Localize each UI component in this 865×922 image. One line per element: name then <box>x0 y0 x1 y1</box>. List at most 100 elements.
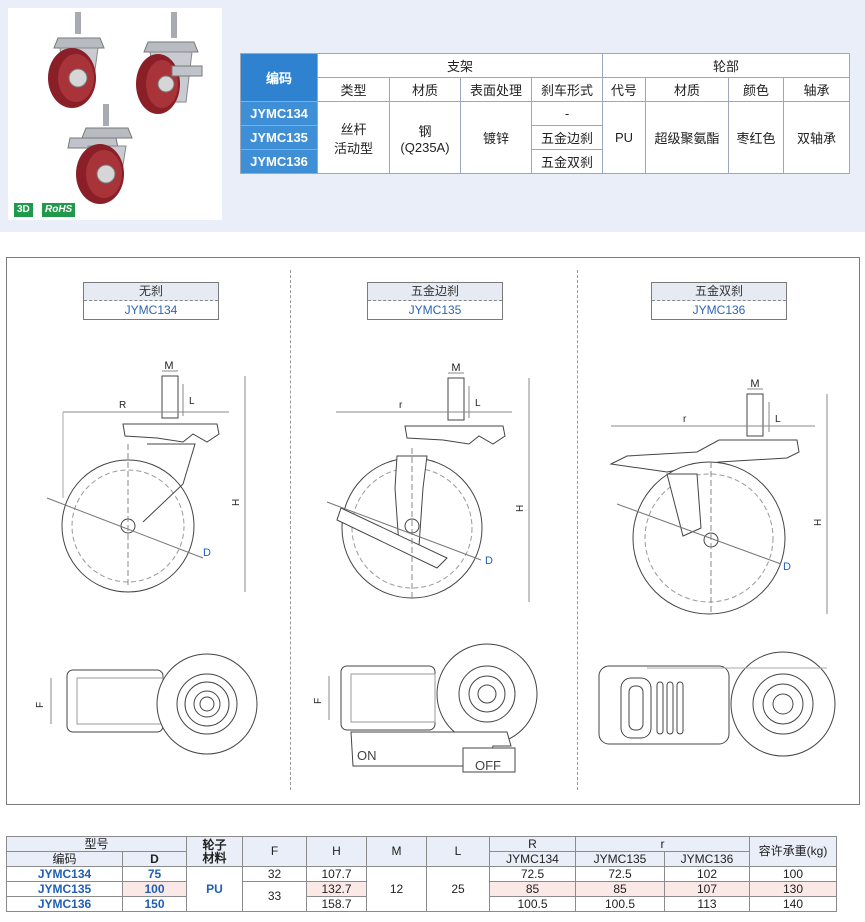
spec-surface-cell: 镀锌 <box>460 101 532 174</box>
bottom-view-side-brake: ON OFF F <box>313 643 538 773</box>
technical-drawing-panel: 无刹 JYMC134 五金边刹 JYMC135 五金双刹 JYMC136 M L… <box>6 257 860 805</box>
dim-row-r136: 113 <box>664 896 750 912</box>
spec-sub-material: 材质 <box>389 77 461 102</box>
drawing-label-no-brake: 无刹 JYMC134 <box>83 282 219 320</box>
dim-h-label: H <box>231 499 242 506</box>
spec-brake-cell: - <box>531 101 603 126</box>
bottom-view-double-brake <box>598 651 836 757</box>
brake-off-label: OFF <box>475 758 501 773</box>
drawing-brake-name: 无刹 <box>84 283 218 301</box>
spec-code-cell: JYMC134 <box>240 101 318 126</box>
spec-type-cell: 丝杆 活动型 <box>317 101 390 174</box>
dim-radius-label: R <box>119 400 126 411</box>
caster-drawings: M L R D H F <box>35 360 836 773</box>
dim-l-label: L <box>475 398 481 409</box>
drawing-code: JYMC135 <box>408 303 462 317</box>
spec-bearing-cell: 双轴承 <box>783 101 850 174</box>
dim-row-d: 150 <box>122 896 187 912</box>
dim-wheel-material: PU <box>186 866 243 912</box>
dim-row-code: JYMC135 <box>6 881 123 897</box>
drawing-label-side-brake: 五金边刹 JYMC135 <box>367 282 503 320</box>
drawing-divider <box>290 270 291 790</box>
side-view-side-brake: M L r D H <box>326 362 530 602</box>
brake-on-label: ON <box>357 748 377 763</box>
dim-header-wheel-material: 轮子 材料 <box>186 836 243 867</box>
dim-row-r135: 85 <box>575 881 665 897</box>
dim-d-label: D <box>783 561 791 573</box>
caster-photo-side-brake <box>136 12 203 114</box>
dim-h-label: H <box>515 505 526 512</box>
dim-row-R: 85 <box>489 881 576 897</box>
dim-row-code: JYMC134 <box>6 866 123 882</box>
dim-header-r-136: JYMC136 <box>664 851 750 867</box>
dim-row-f: 33 <box>242 881 307 912</box>
dim-row-r136: 107 <box>664 881 750 897</box>
dim-row-h: 132.7 <box>306 881 367 897</box>
drawing-divider <box>577 270 578 790</box>
side-view-double-brake: M L r D H <box>609 378 828 615</box>
spec-color-cell: 枣红色 <box>728 101 784 174</box>
dim-f-label: F <box>313 698 324 704</box>
dim-m-value: 12 <box>366 866 427 912</box>
dim-header-R-134: JYMC134 <box>489 851 576 867</box>
dim-header-load: 容许承重(kg) <box>749 836 837 867</box>
dim-header-model: 型号 <box>6 836 187 852</box>
spec-code-cell: JYMC135 <box>240 125 318 150</box>
dim-m-label: M <box>451 362 460 374</box>
spec-sub-bearing: 轴承 <box>783 77 850 102</box>
dim-header-r-135: JYMC135 <box>575 851 665 867</box>
drawing-code: JYMC136 <box>692 303 746 317</box>
rohs-badge: RoHS <box>42 203 76 217</box>
dim-header-code: 编码 <box>6 851 123 867</box>
dim-header-wheel-material-l1: 轮子 <box>202 837 227 852</box>
dim-l-value: 25 <box>426 866 490 912</box>
dim-header-h: H <box>306 836 367 867</box>
dim-m-label: M <box>750 378 759 390</box>
dim-row-load: 140 <box>749 896 837 912</box>
dim-d-label: D <box>485 555 493 567</box>
dim-header-r: r <box>575 836 750 852</box>
product-photo <box>8 8 222 220</box>
spec-material-cell: 钢 (Q235A) <box>389 101 461 174</box>
spec-sub-color: 颜色 <box>728 77 784 102</box>
dim-l-label: L <box>775 414 781 425</box>
dim-h-label: H <box>813 519 824 526</box>
drawing-brake-name: 五金边刹 <box>368 283 502 301</box>
spec-sub-surface: 表面处理 <box>460 77 532 102</box>
dim-row-f: 32 <box>242 866 307 882</box>
dim-header-R: R <box>489 836 576 852</box>
spec-type-line2: 活动型 <box>333 140 373 156</box>
drawing-code: JYMC134 <box>124 303 178 317</box>
dimension-table: 型号 轮子 材料 F H M L R r 容许承重(kg) 编码 D JYMC1… <box>6 836 837 912</box>
dim-row-r135: 72.5 <box>575 866 665 882</box>
caster-photo-no-brake <box>48 12 105 108</box>
spec-material-line2: (Q235A) <box>400 139 450 155</box>
spec-brake-cell: 五金双刹 <box>531 149 603 174</box>
dim-row-load: 130 <box>749 881 837 897</box>
spec-brake-cell: 五金边刹 <box>531 125 603 150</box>
dim-row-code: JYMC136 <box>6 896 123 912</box>
dim-m-label: M <box>164 360 173 372</box>
drawing-brake-name: 五金双刹 <box>652 283 786 301</box>
drawing-label-double-brake: 五金双刹 JYMC136 <box>651 282 787 320</box>
spec-table: 编码 支架 轮部 类型 材质 表面处理 刹车形式 代号 材质 颜色 轴承 JYM… <box>240 53 850 174</box>
dim-f-label: F <box>35 702 46 708</box>
dim-header-m: M <box>366 836 427 867</box>
dim-radius-label: r <box>683 414 687 425</box>
spec-sub-code: 代号 <box>602 77 646 102</box>
spec-sub-brake: 刹车形式 <box>531 77 603 102</box>
caster-photo-double-brake <box>67 104 133 204</box>
dim-row-r136: 102 <box>664 866 750 882</box>
dim-radius-label: r <box>399 400 403 411</box>
dim-row-d: 75 <box>122 866 187 882</box>
spec-sub-type: 类型 <box>317 77 390 102</box>
spec-wheel-code-cell: PU <box>602 101 646 174</box>
dim-row-r135: 100.5 <box>575 896 665 912</box>
3d-badge: 3D <box>14 203 33 217</box>
dim-row-d: 100 <box>122 881 187 897</box>
dim-row-R: 100.5 <box>489 896 576 912</box>
spec-code-cell: JYMC136 <box>240 149 318 174</box>
spec-wheel-material-cell: 超级聚氨酯 <box>645 101 729 174</box>
dim-d-label: D <box>203 547 211 559</box>
spec-header-code: 编码 <box>240 53 318 102</box>
